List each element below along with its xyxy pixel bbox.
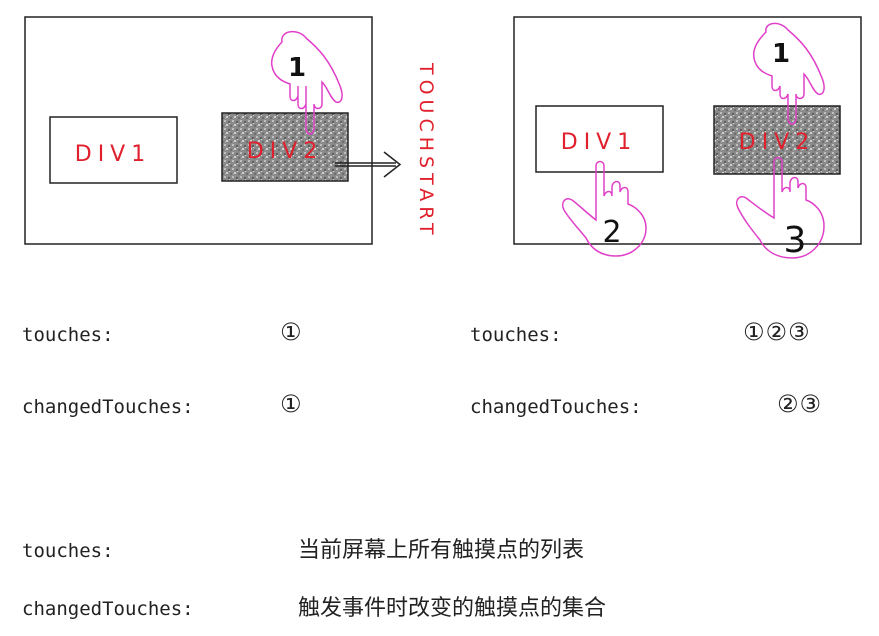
left-changed-label: changedTouches: [22,396,194,418]
left-panel: DIV1 DIV2 1 [24,16,402,245]
hand-icon-finger-1-right [752,22,825,125]
hand-icon-finger-1 [270,30,343,135]
definition-term-touches: touches: [22,540,114,562]
right-panel: DIV1 DIV2 1 2 3 [513,16,862,261]
definition-desc-changed-touches: 触发事件时改变的触摸点的集合 [298,596,607,621]
finger-number-1-right: 1 [772,39,790,69]
definition-term-changed-touches: changedTouches: [22,598,194,620]
hand-icon-finger-2 [561,160,647,257]
left-div2-box [221,112,349,182]
right-changed-value: ②③ [777,390,823,418]
finger-number-2: 2 [602,215,621,250]
left-div2-label: DIV2 [247,139,323,164]
left-changed-value: ① [280,390,303,418]
left-div1-box [49,116,178,184]
right-touches-label: touches: [470,324,562,346]
left-div1-label: DIV1 [75,142,151,167]
finger-number-1-left: 1 [288,53,306,83]
right-touches-value: ①②③ [743,318,811,346]
right-div2-label: DIV2 [739,130,815,155]
right-div2-box [713,105,841,175]
left-touches-value: ① [280,318,303,346]
arrow-right-icon [335,151,402,178]
hand-icon-finger-3 [735,156,825,259]
definition-desc-touches: 当前屏幕上所有触摸点的列表 [298,538,585,563]
right-div1-label: DIV1 [561,130,637,155]
event-label-touchstart: TOUCHSTART [415,62,437,240]
left-touches-label: touches: [22,324,114,346]
finger-number-3: 3 [784,220,807,261]
right-changed-label: changedTouches: [470,396,642,418]
touch-diagram: DIV1 DIV2 1 TOUCHSTART DIV1 DIV2 1 [24,16,862,261]
